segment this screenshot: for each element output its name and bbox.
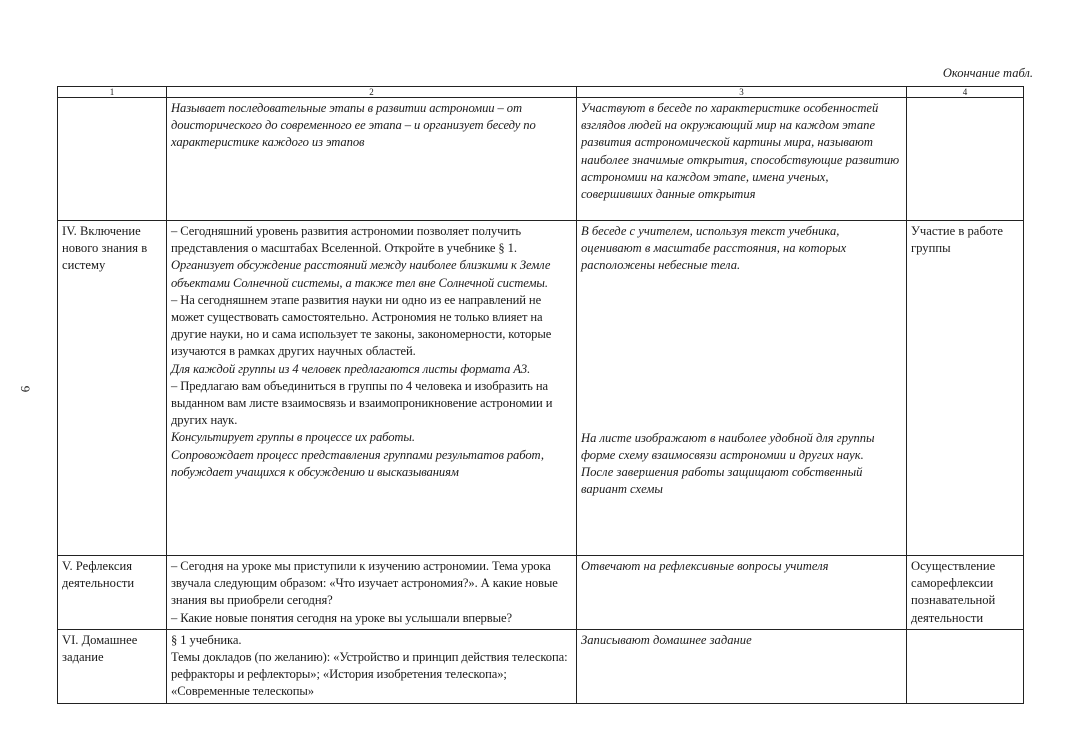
lesson-plan-table: 1 2 3 4 Называет последовательные этапы …: [57, 86, 1024, 704]
uud-cell: [906, 628, 1024, 704]
teacher-paragraph: Темы докладов (по желанию): «Устройство …: [171, 650, 568, 699]
teacher-paragraph: – Какие новые понятия сегодня на уроке в…: [171, 610, 512, 625]
column-number: 3: [576, 86, 907, 98]
column-number: 4: [906, 86, 1024, 98]
student-activity-cell: Отвечают на рефлексивные вопросы учителя: [576, 555, 907, 630]
column-number: 1: [57, 86, 167, 98]
table-row: V. Рефлексия деятельности – Сегодня на у…: [57, 555, 1024, 630]
table-row: Называет последовательные этапы в развит…: [57, 97, 1024, 221]
student-paragraph: После завершения работы защищают собстве…: [581, 465, 863, 497]
uud-cell: [906, 97, 1024, 221]
student-paragraph: Записывают домашнее задание: [581, 632, 752, 647]
student-paragraph: В беседе с учителем, используя текст уче…: [581, 224, 847, 273]
stage-cell: IV. Включение нового знания в систему: [57, 220, 167, 556]
student-activity-cell: В беседе с учителем, используя текст уче…: [576, 220, 907, 556]
teacher-paragraph: Для каждой группы из 4 человек предлагаю…: [171, 361, 531, 376]
teacher-activity-cell: § 1 учебника. Темы докладов (по желанию)…: [166, 628, 577, 704]
teacher-paragraph: Называет последовательные этапы в развит…: [171, 101, 536, 150]
teacher-paragraph: Сопровождает процесс представления групп…: [171, 447, 544, 479]
stage-cell: [57, 97, 167, 221]
student-activity-cell: Записывают домашнее задание: [576, 628, 907, 704]
student-paragraph: На листе изображают в наиболее удобной д…: [581, 430, 875, 462]
table-continuation-caption: Окончание табл.: [942, 66, 1033, 80]
column-number-row: 1 2 3 4: [57, 86, 1024, 98]
teacher-paragraph: Консультирует группы в процессе их работ…: [171, 430, 415, 445]
page-number: 6: [17, 385, 33, 393]
uud-cell: Участие в работе группы: [906, 220, 1024, 556]
table-row: VI. Домашнее задание § 1 учебника. Темы …: [57, 628, 1024, 704]
student-paragraph: Отвечают на рефлексивные вопросы учителя: [581, 559, 829, 573]
teacher-paragraph: – Сегодняшний уровень развития астрономи…: [171, 224, 522, 256]
column-number: 2: [166, 86, 577, 98]
uud-cell: Осуществление саморефлексии познавательн…: [906, 555, 1024, 630]
student-paragraph: Участвуют в беседе по характеристике осо…: [581, 101, 900, 202]
teacher-activity-cell: – Сегодняшний уровень развития астрономи…: [166, 220, 577, 556]
teacher-paragraph: Организует обсуждение расстояний между н…: [171, 258, 551, 290]
table-row: IV. Включение нового знания в систему – …: [57, 220, 1024, 556]
teacher-paragraph: – На сегодняшнем этапе развития науки ни…: [171, 292, 552, 359]
teacher-paragraph: § 1 учебника.: [171, 632, 242, 647]
student-activity-cell: Участвуют в беседе по характеристике осо…: [576, 97, 907, 221]
teacher-paragraph: – Сегодня на уроке мы приступили к изуче…: [171, 559, 558, 608]
teacher-activity-cell: Называет последовательные этапы в развит…: [166, 97, 577, 221]
teacher-paragraph: – Предлагаю вам объединиться в группы по…: [171, 378, 553, 428]
teacher-activity-cell: – Сегодня на уроке мы приступили к изуче…: [166, 555, 577, 630]
stage-cell: V. Рефлексия деятельности: [57, 555, 167, 630]
stage-cell: VI. Домашнее задание: [57, 628, 167, 704]
